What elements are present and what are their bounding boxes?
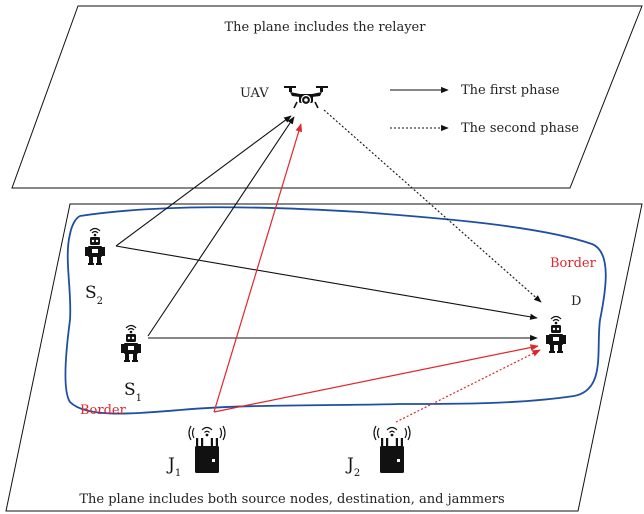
coverage-border: [64, 206, 607, 415]
s1-label-sub: 1: [136, 393, 142, 404]
s2-robot-icon: [84, 227, 106, 266]
border-label-left: Border: [80, 403, 127, 418]
legend-second-phase-label: The second phase: [461, 121, 579, 136]
j2-label: J2: [345, 455, 360, 479]
j2-label-sub: 2: [354, 468, 360, 479]
d-label: D: [571, 294, 581, 309]
destination-robot-icon: [545, 315, 567, 354]
s2-label: S2: [85, 283, 103, 307]
link-uav-d: [323, 109, 542, 303]
link-s1-uav: [147, 116, 295, 337]
link-s2-d: [115, 245, 538, 320]
legend-first-phase-label: The first phase: [461, 83, 560, 98]
link-j2-d: [395, 349, 541, 423]
j2-jammer-icon: [373, 425, 411, 474]
s1-label-main: S: [124, 380, 136, 400]
link-j1-d: [213, 344, 539, 413]
uav-drone-icon: [284, 86, 328, 109]
bottom-plane-title: The plane includes both source nodes, de…: [79, 492, 504, 507]
link-s2-uav: [115, 115, 292, 247]
j1-label-main: J: [166, 455, 175, 475]
border-label-right: Border: [550, 256, 597, 271]
s2-label-main: S: [85, 283, 97, 303]
s1-label: S1: [124, 380, 142, 404]
top-plane: [11, 5, 643, 189]
j1-jammer-icon: [188, 425, 226, 474]
bottom-plane: [5, 203, 643, 512]
j1-label-sub: 1: [175, 468, 181, 479]
link-j1-uav: [213, 123, 303, 413]
uav-label: UAV: [240, 86, 269, 101]
j2-label-main: J: [345, 455, 354, 475]
top-plane-title: The plane includes the relayer: [225, 20, 427, 35]
j1-label: J1: [166, 455, 181, 479]
s2-label-sub: 2: [97, 296, 103, 307]
s1-robot-icon: [120, 324, 142, 363]
